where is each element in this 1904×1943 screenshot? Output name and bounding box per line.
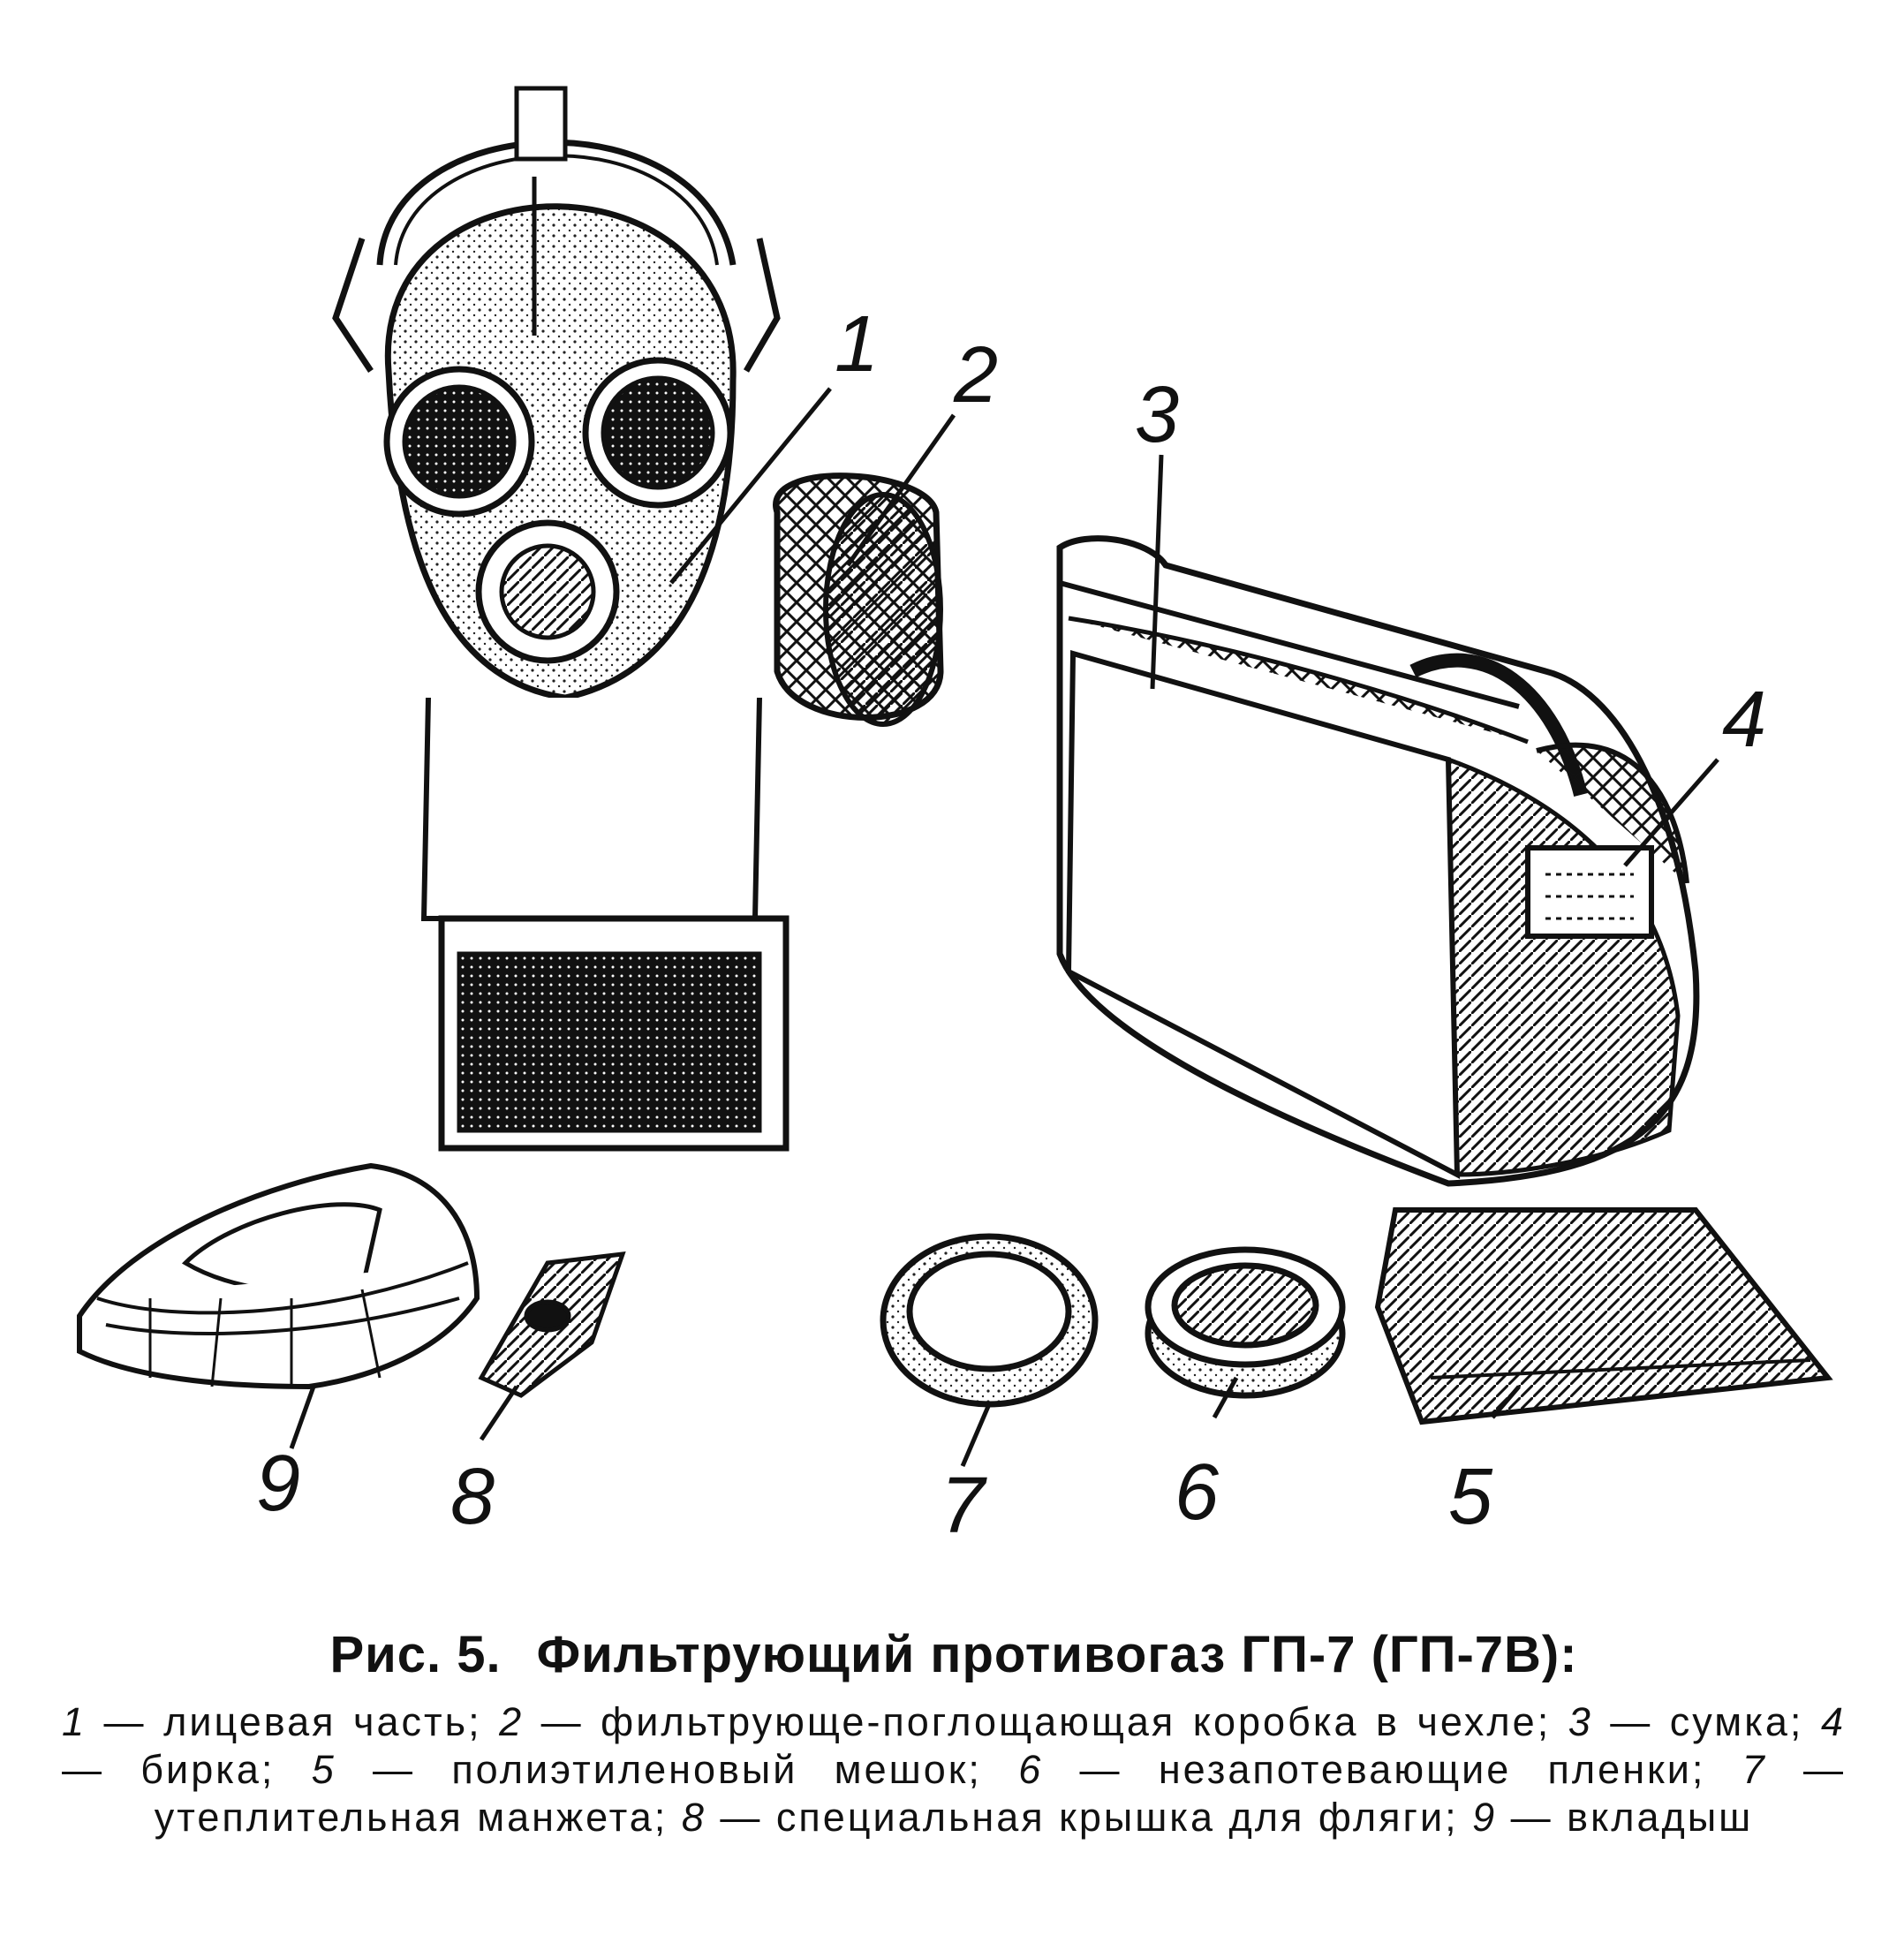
anti-fog-films (1145, 1246, 1346, 1399)
warming-cuff (880, 1233, 1099, 1408)
legend-item: 1 — лицевая часть; (62, 1699, 482, 1744)
figure-number: Рис. 5. (329, 1626, 502, 1683)
insert (77, 1162, 480, 1390)
caption-legend: 1 — лицевая часть; 2 — фильтрующе-поглощ… (62, 1698, 1846, 1841)
label-3: 3 (1135, 371, 1179, 459)
legend-item: 4 — бирка; (62, 1699, 1846, 1792)
label-9: 9 (256, 1440, 300, 1528)
label-8: 8 (450, 1453, 495, 1541)
label-1: 1 (835, 300, 879, 389)
legend-item: 7 — утеплительная манжета; (154, 1747, 1846, 1840)
label-6: 6 (1175, 1448, 1220, 1537)
label-4: 4 (1722, 676, 1766, 764)
legend-item: 8 — специальная крышка для фляги; (681, 1795, 1459, 1840)
polyethylene-bag (1374, 1207, 1833, 1425)
leader-lines (289, 387, 1719, 1467)
face-piece (332, 86, 944, 1152)
caption-heading: Фильтрующий противогаз ГП-7 (ГП-7В): (536, 1626, 1578, 1683)
caption-title: Рис. 5. Фильтрующий противогаз ГП-7 (ГП-7… (62, 1625, 1846, 1684)
bag (1056, 535, 1700, 1187)
legend-item: 2 — фильтрующе-поглощающая коробка в чех… (499, 1699, 1552, 1744)
flask-cap (478, 1251, 626, 1398)
legend-item: 6 — незапотевающие пленки; (1018, 1747, 1706, 1792)
legend-item: 5 — полиэтиленовый мешок; (311, 1747, 982, 1792)
label-5: 5 (1448, 1453, 1493, 1541)
legend-item: 3 — сумка; (1568, 1699, 1804, 1744)
label-7: 7 (941, 1462, 987, 1550)
legend-item: 9 — вкладыш (1472, 1795, 1754, 1840)
label-2: 2 (953, 331, 998, 420)
figure-caption: Рис. 5. Фильтрующий противогаз ГП-7 (ГП-7… (62, 1625, 1846, 1841)
gas-mask-illustration: 1 2 3 4 5 6 7 8 9 (77, 86, 1833, 1550)
